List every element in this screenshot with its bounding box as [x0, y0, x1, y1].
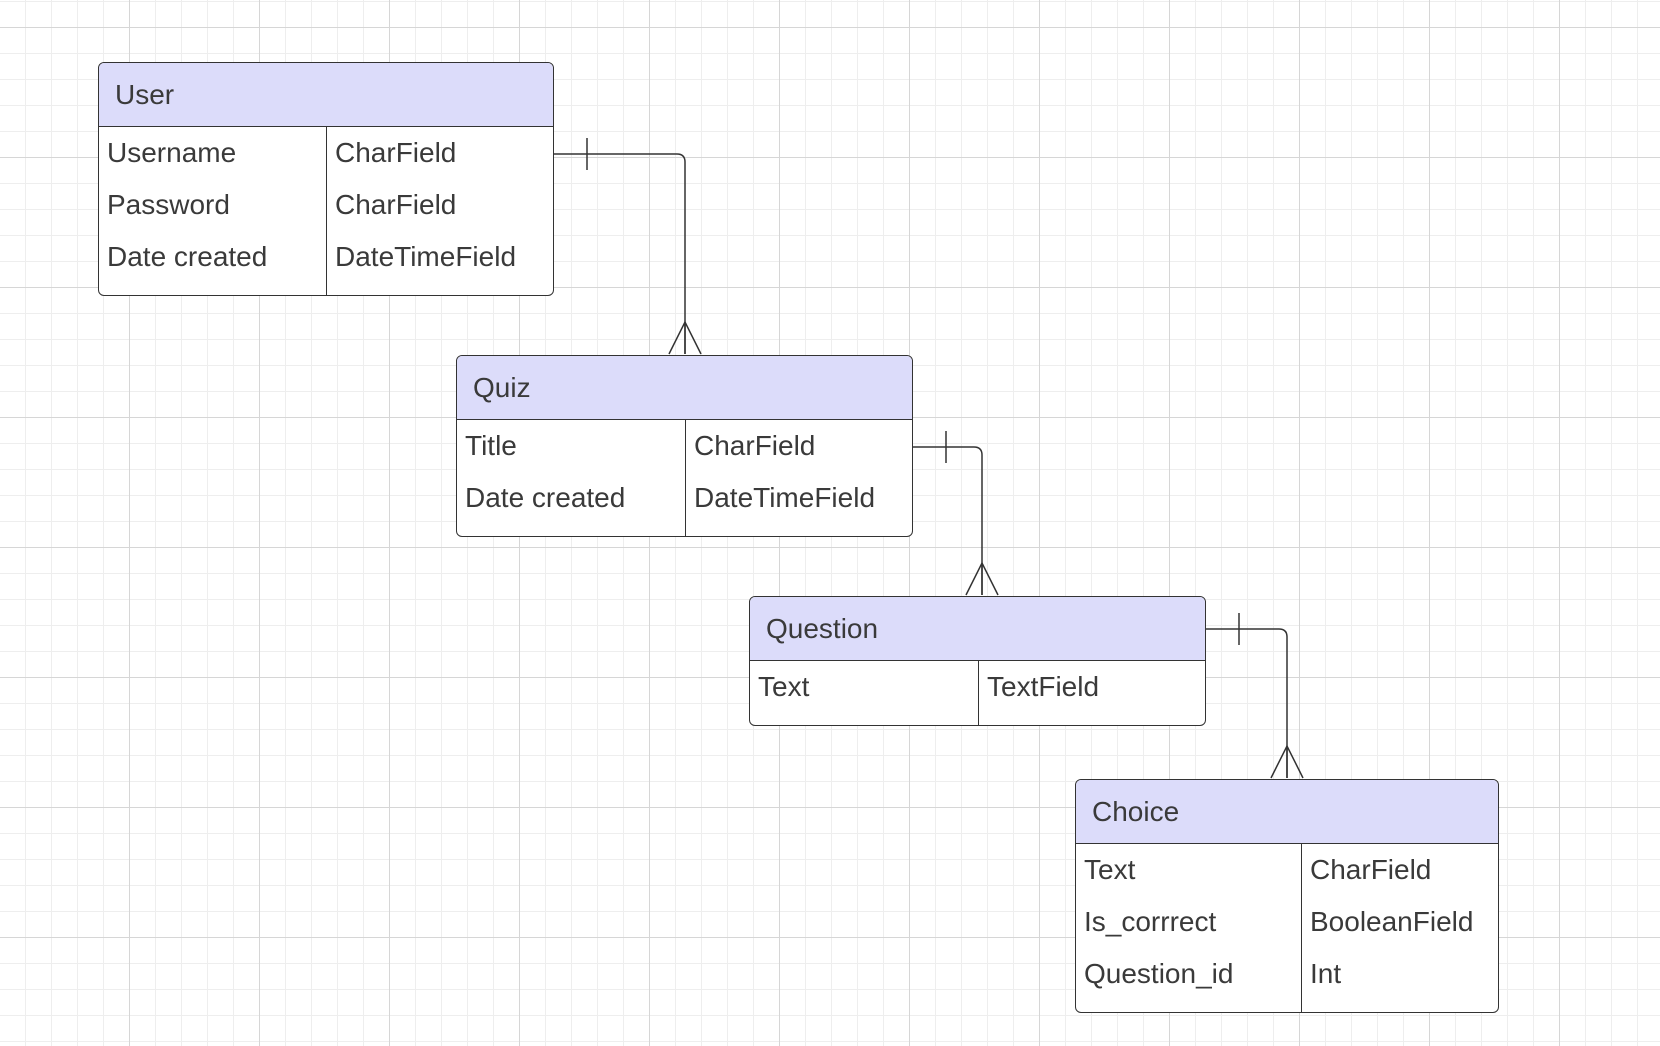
field-name: Text [1084, 854, 1136, 885]
field-name: Password [107, 189, 230, 220]
connector-question-choice[interactable] [1205, 613, 1304, 779]
field-name-column: Title Date created [457, 420, 686, 536]
field-name-column: Text [750, 661, 979, 725]
crows-foot-marker [668, 320, 702, 355]
field-type-column: TextField [979, 661, 1205, 725]
entity-question[interactable]: Question Text TextField [749, 596, 1206, 726]
field-type: CharField [335, 189, 457, 220]
field-name: Username [107, 137, 237, 168]
entity-title: Quiz [457, 356, 912, 420]
entity-title: User [99, 63, 553, 127]
entity-choice[interactable]: Choice Text Is_corrrect Question_id Char… [1075, 779, 1499, 1013]
entity-user[interactable]: User Username Password Date created Char… [98, 62, 554, 296]
entity-title: Question [750, 597, 1205, 661]
crows-foot-marker [965, 561, 999, 596]
field-name: Question_id [1084, 958, 1234, 989]
field-name-column: Text Is_corrrect Question_id [1076, 844, 1302, 1012]
field-type: DateTimeField [335, 241, 517, 272]
field-name: Date created [465, 482, 626, 513]
connector-quiz-question[interactable] [912, 431, 999, 596]
field-type-column: CharField BooleanField Int [1302, 844, 1498, 1012]
field-name: Title [465, 430, 517, 461]
crows-foot-marker [1270, 744, 1304, 779]
field-type: Int [1310, 958, 1342, 989]
field-name: Text [758, 671, 810, 702]
field-type: CharField [335, 137, 457, 168]
field-type: BooleanField [1310, 906, 1474, 937]
field-type: CharField [694, 430, 816, 461]
field-name: Is_corrrect [1084, 906, 1217, 937]
field-type: DateTimeField [694, 482, 876, 513]
field-name-column: Username Password Date created [99, 127, 327, 295]
entity-quiz[interactable]: Quiz Title Date created CharField DateTi… [456, 355, 913, 537]
entity-title: Choice [1076, 780, 1498, 844]
field-name: Date created [107, 241, 268, 272]
field-type: TextField [987, 671, 1100, 702]
connector-user-quiz[interactable] [553, 138, 702, 355]
field-type-column: CharField DateTimeField [686, 420, 912, 536]
field-type: CharField [1310, 854, 1432, 885]
field-type-column: CharField CharField DateTimeField [327, 127, 553, 295]
